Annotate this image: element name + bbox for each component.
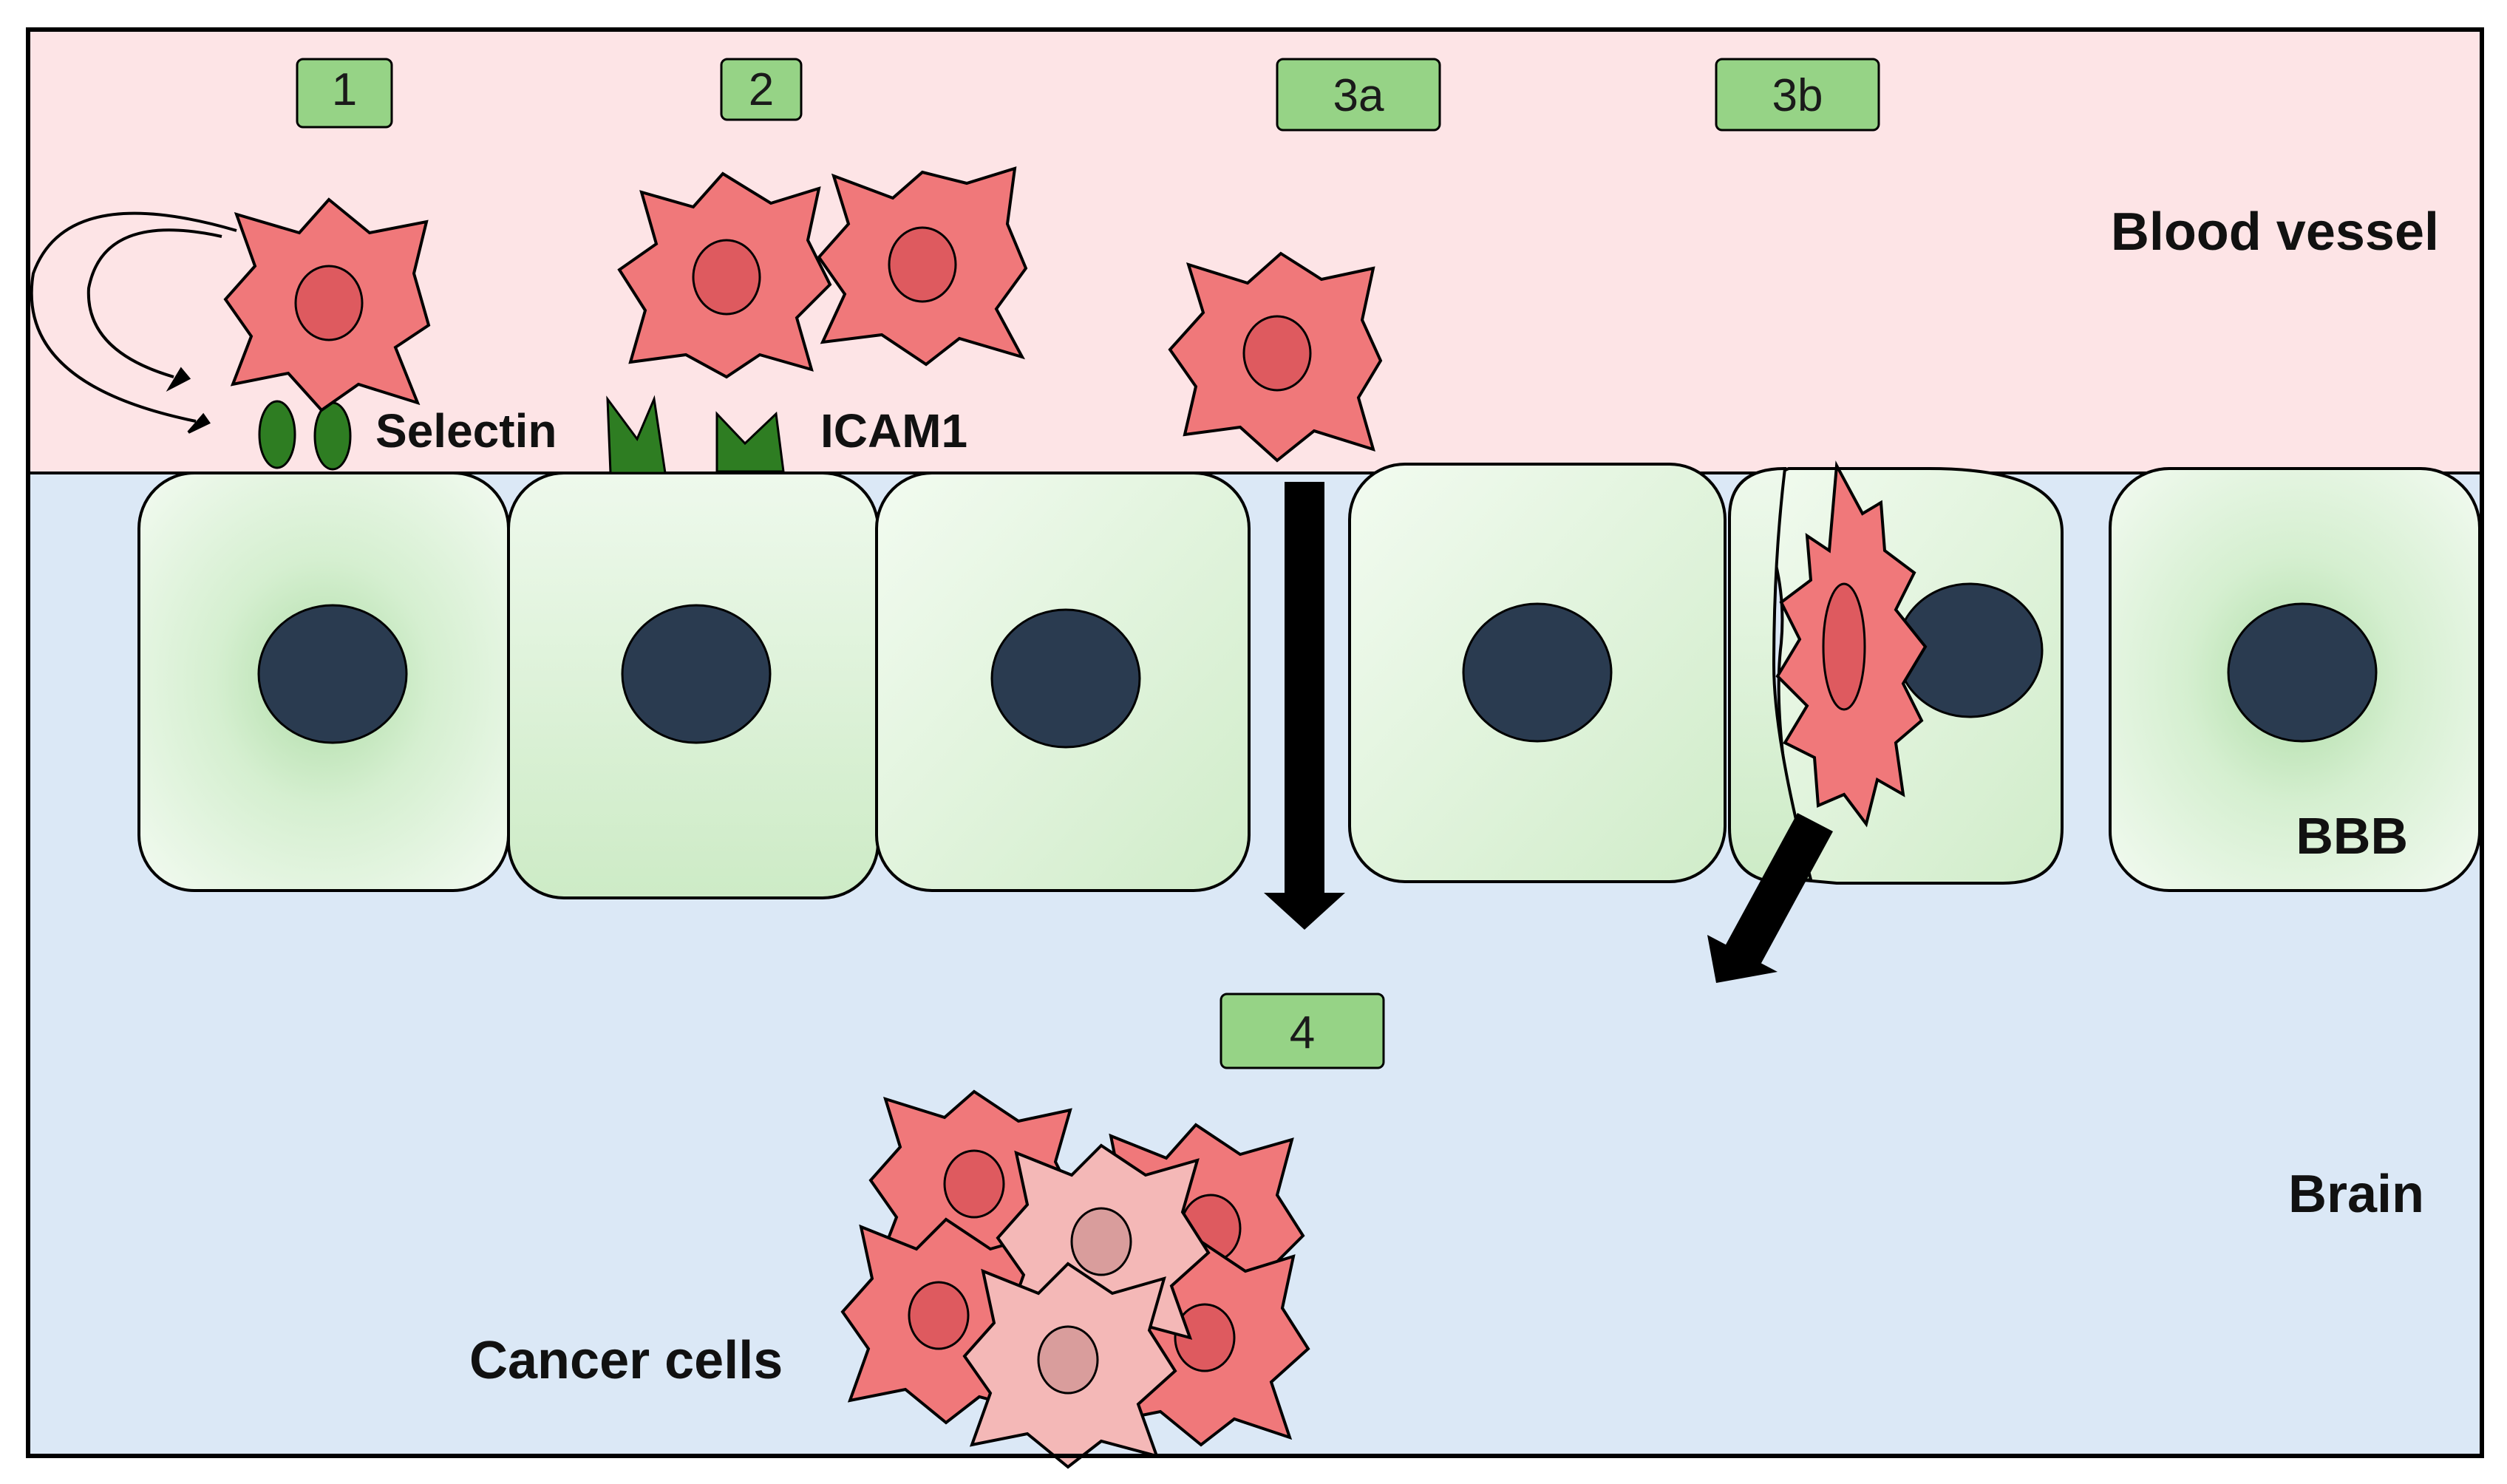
selectin-molecule [258, 400, 296, 469]
bbb-label: BBB [2296, 807, 2408, 865]
nucleus [621, 604, 772, 744]
endothelial-cell [875, 472, 1251, 892]
cancer-cells-label: Cancer cells [469, 1331, 783, 1390]
step-box-1: 1 [296, 58, 393, 129]
step-label: 4 [1290, 1007, 1315, 1058]
arrow-3a-icon [1264, 482, 1345, 930]
cancer-cell [617, 171, 832, 379]
icam1-label: ICAM1 [820, 404, 967, 457]
cancer-cell [817, 166, 1028, 367]
icam1-molecule [606, 395, 667, 474]
nucleus [990, 608, 1141, 749]
cancer-cell-cluster [840, 1089, 1310, 1469]
arrow-3b-icon [1707, 813, 1833, 983]
step-label: 3a [1333, 70, 1384, 121]
step-box-2: 2 [720, 58, 803, 121]
nucleus [1462, 602, 1613, 743]
diagram-frame [26, 27, 2484, 1458]
blood-vessel-label: Blood vessel [2111, 202, 2439, 262]
endothelial-cell [507, 472, 880, 899]
nucleus [2227, 602, 2378, 743]
cancer-cell [223, 197, 431, 412]
selectin-label: Selectin [375, 404, 557, 457]
rolling-arrow-icon [30, 211, 237, 434]
step-box-3a: 3a [1276, 58, 1441, 132]
endothelial-cell [1348, 463, 1727, 883]
step-label: 1 [332, 64, 357, 115]
selectin-molecule [313, 401, 352, 471]
icam1-molecule [715, 411, 785, 473]
cancer-cell [1168, 251, 1383, 463]
brain-label: Brain [2288, 1165, 2424, 1224]
step-box-3b: 3b [1715, 58, 1880, 132]
step-label: 3b [1772, 70, 1823, 121]
step-box-4: 4 [1220, 993, 1385, 1069]
cancer-cell-light [962, 1262, 1177, 1469]
step-label: 2 [749, 64, 774, 115]
cancer-cell-transmigrating [1775, 460, 1928, 828]
endothelial-cell [2109, 467, 2481, 892]
endothelial-cell [137, 472, 510, 892]
nucleus [257, 604, 408, 744]
